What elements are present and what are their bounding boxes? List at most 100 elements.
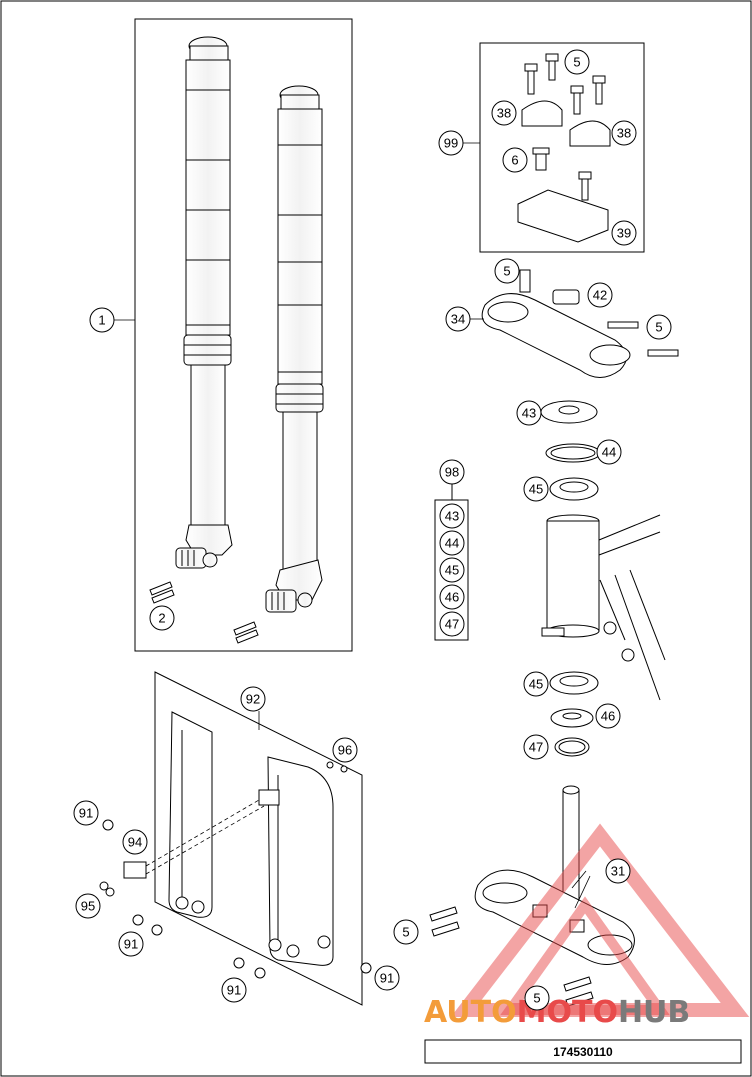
callout-5: 5: [564, 49, 590, 75]
callout-number: 38: [617, 126, 631, 141]
callout-circle: [240, 686, 266, 712]
callout-circle: [149, 605, 175, 631]
part-number-box: 174530110: [424, 1039, 742, 1064]
callout-92: 92: [240, 686, 266, 712]
callout-34: 34: [445, 306, 471, 332]
callout-number: 98: [445, 465, 459, 480]
callout-number: 44: [602, 445, 616, 460]
callout-number: 45: [529, 482, 543, 497]
callout-31: 31: [605, 858, 631, 884]
kit-callout-46: 46: [439, 584, 465, 610]
callout-number: 96: [338, 743, 352, 758]
callout-number: 38: [497, 106, 511, 121]
callout-2: 2: [149, 605, 175, 631]
callout-circle: [439, 530, 465, 556]
callout-circle: [118, 931, 144, 957]
leader-lines: [114, 142, 591, 909]
callout-number: 46: [445, 590, 459, 605]
callout-43: 43: [516, 400, 542, 426]
callout-number: 91: [227, 983, 241, 998]
callout-6: 6: [502, 147, 528, 173]
callout-number: 99: [444, 136, 458, 151]
callout-number: 1: [98, 313, 105, 328]
kit-callout-47: 47: [439, 611, 465, 637]
callout-number: 44: [445, 536, 459, 551]
callout-number: 47: [445, 617, 459, 632]
callout-circle: [611, 220, 637, 246]
callout-99: 99: [438, 130, 464, 156]
fork-legs-panel: [134, 18, 353, 652]
callout-number: 31: [611, 864, 625, 879]
callout-98: 98: [439, 459, 465, 485]
callout-number: 95: [81, 899, 95, 914]
upper-triple-clamp: [481, 269, 679, 378]
callout-38: 38: [491, 100, 517, 126]
callout-number: 94: [128, 835, 142, 850]
callout-95: 95: [75, 893, 101, 919]
kit-callout-43: 43: [439, 503, 465, 529]
kit-callout-45: 45: [439, 557, 465, 583]
lower-clamp-bolts: [429, 906, 594, 1007]
handlebar-clamp-kit-box: [479, 42, 645, 253]
callout-1: 1: [89, 307, 115, 333]
callout-circle: [494, 258, 520, 284]
callout-number: 91: [79, 806, 93, 821]
callout-number: 45: [529, 677, 543, 692]
callout-number: 6: [511, 153, 518, 168]
frame-head-tube: [541, 514, 666, 701]
callout-circle: [445, 306, 471, 332]
callout-circle: [564, 49, 590, 75]
axle-clamp-screws-lower: [233, 621, 259, 644]
callout-circle: [596, 439, 622, 465]
callout-number: 5: [533, 991, 540, 1006]
callout-circle: [221, 977, 247, 1003]
kit-box-98: [434, 484, 469, 641]
callout-circle: [523, 734, 549, 760]
callout-circle: [587, 282, 613, 308]
callout-number: 92: [246, 692, 260, 707]
watermark-word-auto: AUTO: [424, 995, 517, 1030]
callout-circle: [89, 307, 115, 333]
axle-clamp-screws-upper: [149, 581, 175, 604]
callout-45: 45: [523, 476, 549, 502]
callout-number: 91: [124, 937, 138, 952]
steering-bearing-stack: [540, 400, 601, 757]
callout-46: 46: [595, 703, 621, 729]
callout-circle: [439, 503, 465, 529]
callout-circle: [502, 147, 528, 173]
callout-circle: [523, 671, 549, 697]
callout-number: 46: [601, 709, 615, 724]
callout-circle: [605, 858, 631, 884]
callout-number: 43: [522, 406, 536, 421]
callout-96: 96: [332, 737, 358, 763]
callout-labels: 1 2 5 38 38 99 6 39 5 42 34 5 43 44 45 9…: [73, 49, 672, 1011]
callout-circle: [439, 557, 465, 583]
kit-callout-44: 44: [439, 530, 465, 556]
callout-circle: [516, 400, 542, 426]
left-fork-leg: [175, 36, 233, 569]
callout-44: 44: [596, 439, 622, 465]
callout-circle: [332, 737, 358, 763]
callout-number: 39: [617, 226, 631, 241]
callout-number: 5: [573, 55, 580, 70]
right-fork-leg: [265, 85, 324, 613]
callout-circle: [75, 893, 101, 919]
callout-circle: [646, 314, 672, 340]
callout-circle: [523, 476, 549, 502]
fork-protector-panel: [99, 671, 372, 1006]
callout-5: 5: [646, 314, 672, 340]
callout-number: 5: [503, 264, 510, 279]
callout-45: 45: [523, 671, 549, 697]
callout-91: 91: [221, 977, 247, 1003]
callout-5: 5: [393, 919, 419, 945]
watermark-word-hub: HUB: [618, 995, 690, 1030]
callout-5: 5: [494, 258, 520, 284]
callout-number: 45: [445, 563, 459, 578]
callout-circle: [122, 829, 148, 855]
svg-text:AUTOMOTOHUB: AUTOMOTOHUB: [424, 995, 690, 1030]
callout-number: 91: [380, 971, 394, 986]
callout-circle: [524, 985, 550, 1011]
automotohub-watermark: AUTOMOTOHUB: [424, 823, 750, 1030]
callout-number: 5: [402, 925, 409, 940]
